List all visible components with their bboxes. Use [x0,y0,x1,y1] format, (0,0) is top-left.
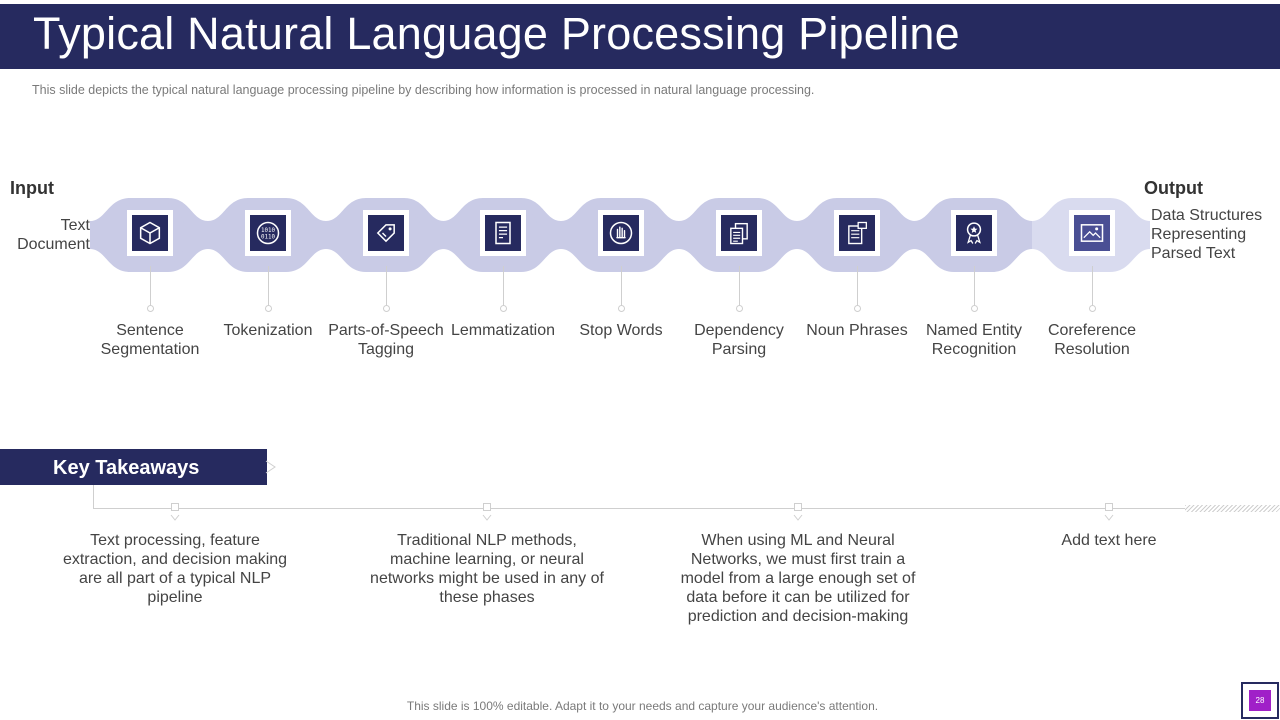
hand-stop-icon [609,221,633,245]
pipeline-stage [797,196,915,274]
stage-label: Tokenization [223,322,313,339]
stage-label: Dependency Parsing [694,322,784,358]
stage-stem-dot [736,305,743,312]
page-number: 28 [1249,690,1271,711]
stage-stem-dot [500,305,507,312]
key-takeaways-heading: Key Takeaways [53,457,200,479]
chevron-down-icon [1104,514,1114,521]
image-resize-icon [1080,224,1104,242]
stage-stem [621,266,622,306]
stage-stem-dot [618,305,625,312]
pipeline-stage [443,196,561,274]
stage-stem [386,266,387,306]
stage-stem-dot [1089,305,1096,312]
chevron-down-icon [482,514,492,521]
svg-text:0110: 0110 [261,234,276,240]
input-text: Text Document [17,217,90,253]
stage-label: Noun Phrases [806,322,908,339]
stage-stem-dot [971,305,978,312]
output-text: Data Structures Representing Parsed Text [1151,207,1263,262]
takeaway-text: When using ML and Neural Networks, we mu… [680,532,916,625]
stage-label: Parts-of-Speech Tagging [328,322,444,358]
banner-arrow-icon [265,460,276,474]
pipeline-stage [326,196,444,274]
pipeline-stage [1032,196,1150,274]
stage-icon-frame [834,210,880,256]
stacked-documents-icon [730,222,748,245]
stage-icon-frame [480,210,526,256]
title-bar [0,4,1280,69]
stage-label: Sentence Segmentation [100,322,200,358]
award-badge-icon [966,222,982,244]
stage-label: Coreference Resolution [1047,322,1137,358]
stage-stem-dot [147,305,154,312]
page-number-box: 28 [1241,682,1279,719]
takeaway-node [171,503,179,511]
chevron-down-icon [793,514,803,521]
stage-stem [150,266,151,306]
takeaway-text: Traditional NLP methods, machine learnin… [370,532,604,606]
chevron-down-icon [170,514,180,521]
stage-label: Stop Words [579,322,663,339]
slide-subtitle: This slide depicts the typical natural l… [32,83,815,97]
tag-icon [376,224,395,243]
timeline-hatch [1185,505,1280,512]
pipeline-stage [90,196,208,274]
stage-stem [503,266,504,306]
stage-stem [974,266,975,306]
pipeline-stage [561,196,679,274]
stage-stem-dot [854,305,861,312]
footer-note: This slide is 100% editable. Adapt it to… [406,699,879,713]
stage-stem [268,266,269,306]
output-label: Output [1144,178,1203,198]
stage-label: Named Entity Recognition [925,322,1023,358]
takeaways-vertical-line [93,485,94,509]
stage-label: Lemmatization [450,322,556,339]
document-chat-icon [848,221,867,245]
stage-icon-frame [951,210,997,256]
takeaways-timeline [93,508,1185,509]
stage-stem [739,266,740,306]
takeaway-text: Text processing, feature extraction, and… [62,532,288,606]
stage-stem-dot [383,305,390,312]
input-label: Input [10,178,54,198]
cube-icon [139,221,161,245]
document-icon [495,221,511,245]
takeaway-node [483,503,491,511]
stage-stem [1092,266,1093,306]
slide-title: Typical Natural Language Processing Pipe… [33,8,960,59]
takeaway-node [1105,503,1113,511]
pipeline-stage [679,196,797,274]
stage-icon-frame [363,210,409,256]
key-takeaways-banner [0,449,267,485]
stage-icon-frame [1069,210,1115,256]
pipeline-stage [914,196,1032,274]
svg-text:1010: 1010 [261,228,276,234]
takeaway-node [794,503,802,511]
stage-icon-frame [716,210,762,256]
stage-stem-dot [265,305,272,312]
stage-icon-frame [127,210,173,256]
takeaway-text: Add text here [1061,532,1157,549]
stage-stem [857,266,858,306]
stage-icon-frame [598,210,644,256]
